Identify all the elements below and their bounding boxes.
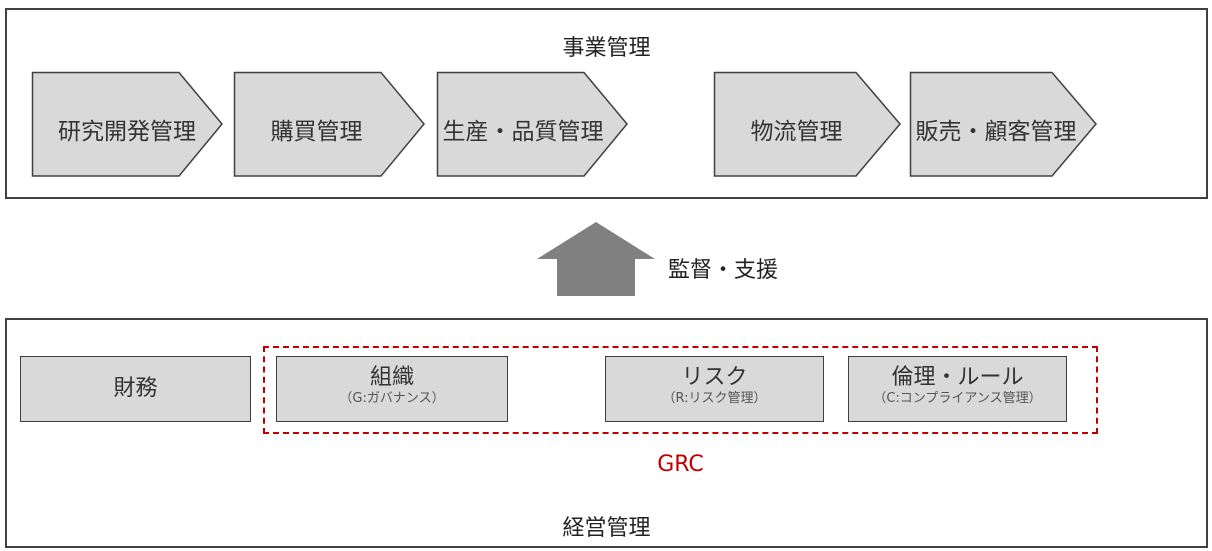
compliance-box: 倫理・ルール （C:コンプライアンス管理） <box>848 356 1067 422</box>
business-management-title: 事業管理 <box>562 36 651 61</box>
corporate-management-title: 経営管理 <box>562 516 651 541</box>
finance-label: 財務 <box>113 376 158 401</box>
compliance-sublabel: （C:コンプライアンス管理） <box>873 391 1042 406</box>
risk-label: リスク <box>681 365 748 390</box>
risk-sublabel: （R:リスク管理） <box>662 391 767 406</box>
chevron-label: 販売・顧客管理 <box>915 119 1077 145</box>
chevron-label: 購買管理 <box>270 119 363 145</box>
finance-box: 財務 <box>20 356 251 422</box>
grc-label: GRC <box>657 452 704 477</box>
governance-sublabel: （G:ガバナンス） <box>339 391 445 406</box>
oversight-support-label: 監督・支援 <box>668 258 779 283</box>
chevron-step-logistics <box>713 71 901 177</box>
up-arrow-icon <box>537 222 655 296</box>
chevron-step-sales <box>909 71 1097 177</box>
chevron-label: 物流管理 <box>750 119 843 145</box>
risk-box: リスク （R:リスク管理） <box>605 356 824 422</box>
chevron-label: 生産・品質管理 <box>442 119 604 145</box>
grc-dashed-group <box>263 346 1098 434</box>
chevron-label: 研究開発管理 <box>58 119 196 145</box>
compliance-label: 倫理・ルール <box>891 365 1024 390</box>
chevron-step-research <box>31 71 223 177</box>
governance-label: 組織 <box>369 365 414 390</box>
chevron-step-purchasing <box>233 71 425 177</box>
governance-box: 組織 （G:ガバナンス） <box>276 356 508 422</box>
chevron-step-production <box>436 71 628 177</box>
